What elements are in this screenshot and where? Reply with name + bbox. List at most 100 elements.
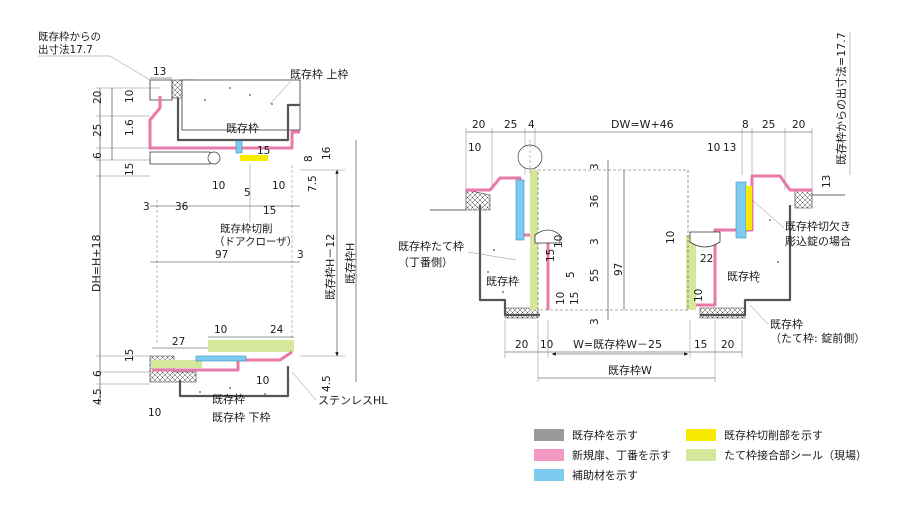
r-dim-97: 97 xyxy=(613,263,625,276)
r-dim-13a: 13 xyxy=(723,142,736,154)
legend-swatch xyxy=(534,469,564,481)
r-dim-3c: 3 xyxy=(589,318,601,325)
top-wall-block xyxy=(149,79,173,101)
latch-seal xyxy=(686,235,696,310)
legend-swatch xyxy=(534,449,564,461)
r-dim-25a: 25 xyxy=(504,119,517,131)
cut-label: 既存枠切削 xyxy=(220,222,273,235)
dim-13-top: 13 xyxy=(153,66,166,78)
bottom-aux xyxy=(195,355,247,362)
dim-15-left: 15 xyxy=(124,163,136,176)
existing-top-frame xyxy=(176,98,300,142)
top-masonry xyxy=(181,79,301,131)
latch-wall-hatch xyxy=(794,189,813,209)
dim-10-bot: 10 xyxy=(214,324,227,336)
dim-10-mid: 10 xyxy=(212,180,225,192)
r-dim-10c: 10 xyxy=(553,235,565,248)
top-frame-label: 既存枠 上枠 xyxy=(290,67,349,81)
legend-label: 既存枠切削部を示す xyxy=(724,429,823,442)
hinge-frame-label: 既存枠たて枠 xyxy=(398,239,464,253)
h-label: 既存枠H xyxy=(343,243,357,284)
cut-sub: （ドアクローザ） xyxy=(214,236,297,248)
dim-6-left: 6 xyxy=(92,152,104,159)
right-section: 20 25 4 DW=W+46 8 25 20 10 10 13 既存枠からの出… xyxy=(398,32,865,382)
latch-aux xyxy=(735,181,747,239)
legend-swatch xyxy=(686,429,716,441)
notch-label-2: 彫込錠の場合 xyxy=(785,234,851,248)
latch-cut xyxy=(746,186,752,230)
hinge-seal xyxy=(530,170,538,310)
latch-floor-hatch xyxy=(699,307,746,319)
r-dim-10a: 10 xyxy=(468,142,481,154)
dim-3-left: 3 xyxy=(143,201,150,213)
r-dim-55: 55 xyxy=(589,269,601,282)
r-dim-15d: 15 xyxy=(694,339,707,351)
dim-45-right: 4.5 xyxy=(321,375,333,392)
existing-label-c: 既存枠 xyxy=(727,269,760,283)
legend-label: 新規扉、丁番を示す xyxy=(572,449,671,462)
r-dim-3b: 3 xyxy=(589,238,601,245)
latch-frame-label: 既存枠 xyxy=(770,317,803,331)
right-note-vertical: 既存枠からの出寸法=17.7 xyxy=(834,32,848,165)
existing-bottom-frame xyxy=(178,366,290,398)
note-leader xyxy=(109,55,151,81)
dim-3-right: 3 xyxy=(297,249,304,261)
r-dim-8: 8 xyxy=(742,119,749,131)
legend-label: 既存枠を示す xyxy=(572,429,638,442)
r-dim-10d: 10 xyxy=(555,292,567,305)
r-dim-10b: 10 xyxy=(707,142,720,154)
dim-27: 27 xyxy=(172,336,185,348)
r-dim-15a: 15 xyxy=(545,249,557,262)
dim-10-bot2: 10 xyxy=(256,375,269,387)
legend-swatch xyxy=(686,449,716,461)
dim-8: 8 xyxy=(303,155,315,162)
existing-frame-label: 既存枠 xyxy=(226,121,259,135)
dim-15-mid2: 15 xyxy=(263,205,276,217)
legend-item-new-door: 新規扉、丁番を示す xyxy=(534,447,671,463)
dim-97: 97 xyxy=(215,249,228,261)
dim-45-bottom: 4.5 xyxy=(92,388,104,405)
dw-label: DW=W+46 xyxy=(611,118,674,131)
bottom-frame-label: 既存枠 下枠 xyxy=(212,410,271,424)
dim-75: 7.5 xyxy=(307,175,319,192)
r-dim-20b: 20 xyxy=(792,119,805,131)
top-aux xyxy=(235,140,243,154)
left-section: 既存枠からの 出寸法17.7 xyxy=(38,30,388,424)
legend-item-aux: 補助材を示す xyxy=(534,467,638,483)
hinge-aux xyxy=(515,179,525,241)
left-note-line1: 既存枠からの xyxy=(38,30,101,43)
w-outer-label: 既存枠W xyxy=(608,363,652,377)
legend-item-existing: 既存枠を示す xyxy=(534,427,638,443)
bottom-seal xyxy=(208,340,294,352)
legend-item-cut: 既存枠切削部を示す xyxy=(686,427,823,443)
dim-20-left: 20 xyxy=(92,91,104,104)
w-inner-label: W=既存枠W－25 xyxy=(573,337,662,351)
dim-25-left: 25 xyxy=(92,124,104,137)
hinge-wall-hatch xyxy=(465,189,491,211)
dim-15-bottom: 15 xyxy=(124,349,136,362)
stainless-label: ステンレスHL xyxy=(318,394,388,407)
dim-10-top: 10 xyxy=(124,90,136,103)
r-dim-15b: 15 xyxy=(569,292,581,305)
dim-15-mid: 15 xyxy=(257,145,270,157)
legend-swatch xyxy=(534,429,564,441)
door-top-edge xyxy=(149,151,211,165)
r-dim-22: 22 xyxy=(700,253,713,265)
r-dim-13b: 13 xyxy=(821,175,833,188)
r-dim-20a: 20 xyxy=(472,119,485,131)
hinge-side-label: （丁番側） xyxy=(398,256,453,269)
r-dim-10g: 10 xyxy=(540,339,553,351)
dim-10-foot: 10 xyxy=(148,407,161,419)
left-note-line2: 出寸法17.7 xyxy=(38,43,93,56)
dim-36: 36 xyxy=(175,201,189,213)
dim-6-bottom: 6 xyxy=(92,370,104,377)
top-cut xyxy=(240,155,268,161)
r-dim-20c: 20 xyxy=(515,339,528,351)
r-dim-25b: 25 xyxy=(762,119,775,131)
latch-side-label: （たて枠: 錠前側） xyxy=(770,331,865,345)
r-dim-5: 5 xyxy=(565,271,577,278)
hinge-existing-frame xyxy=(478,205,540,317)
r-dim-10e: 10 xyxy=(665,231,677,244)
bottom-existing-label: 既存枠 xyxy=(212,392,245,406)
